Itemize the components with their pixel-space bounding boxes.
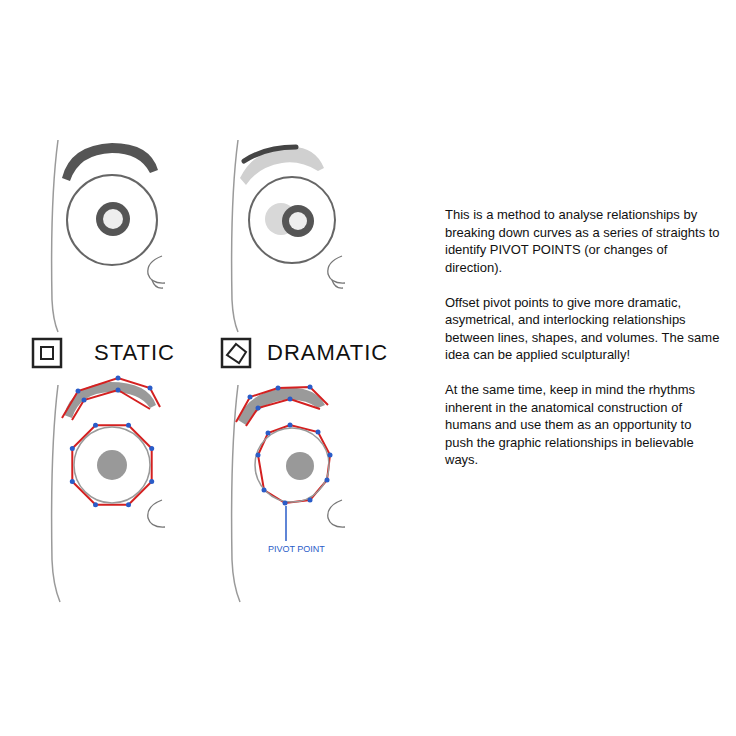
pivot-dots	[248, 385, 333, 506]
pupil-highlight	[103, 209, 123, 229]
eyebrow	[64, 382, 156, 418]
eyebrow-stroke	[244, 147, 296, 161]
straight-lines	[62, 378, 160, 505]
pupil	[96, 202, 130, 236]
pivot-leader	[285, 506, 287, 541]
pupil	[97, 450, 127, 480]
noses	[148, 256, 345, 527]
paragraph: This is a method to analyse relationship…	[445, 206, 721, 276]
eye	[255, 428, 329, 502]
pivot-label: PIVOT POINT	[268, 544, 325, 554]
section-title: STATIC	[94, 340, 175, 366]
eye	[74, 427, 150, 503]
eye	[67, 175, 157, 265]
straight-lines	[236, 387, 330, 503]
face-contours	[52, 140, 240, 602]
explanation-text: This is a method to analyse relationship…	[445, 206, 721, 486]
pupil-highlight	[289, 212, 307, 230]
pupil	[286, 452, 314, 480]
paragraph: Offset pivot points to give more dramati…	[445, 294, 721, 364]
dramatic-icon	[227, 344, 246, 363]
paragraph: At the same time, keep in mind the rhyth…	[445, 381, 721, 469]
eye	[249, 177, 335, 263]
static-icon	[33, 339, 61, 367]
dramatic-icon	[222, 339, 250, 367]
pivot-dots	[70, 376, 154, 508]
section-title: DRAMATIC	[267, 340, 388, 366]
pupil	[282, 205, 314, 237]
eyebrow	[238, 388, 325, 425]
static-icon	[41, 347, 53, 359]
